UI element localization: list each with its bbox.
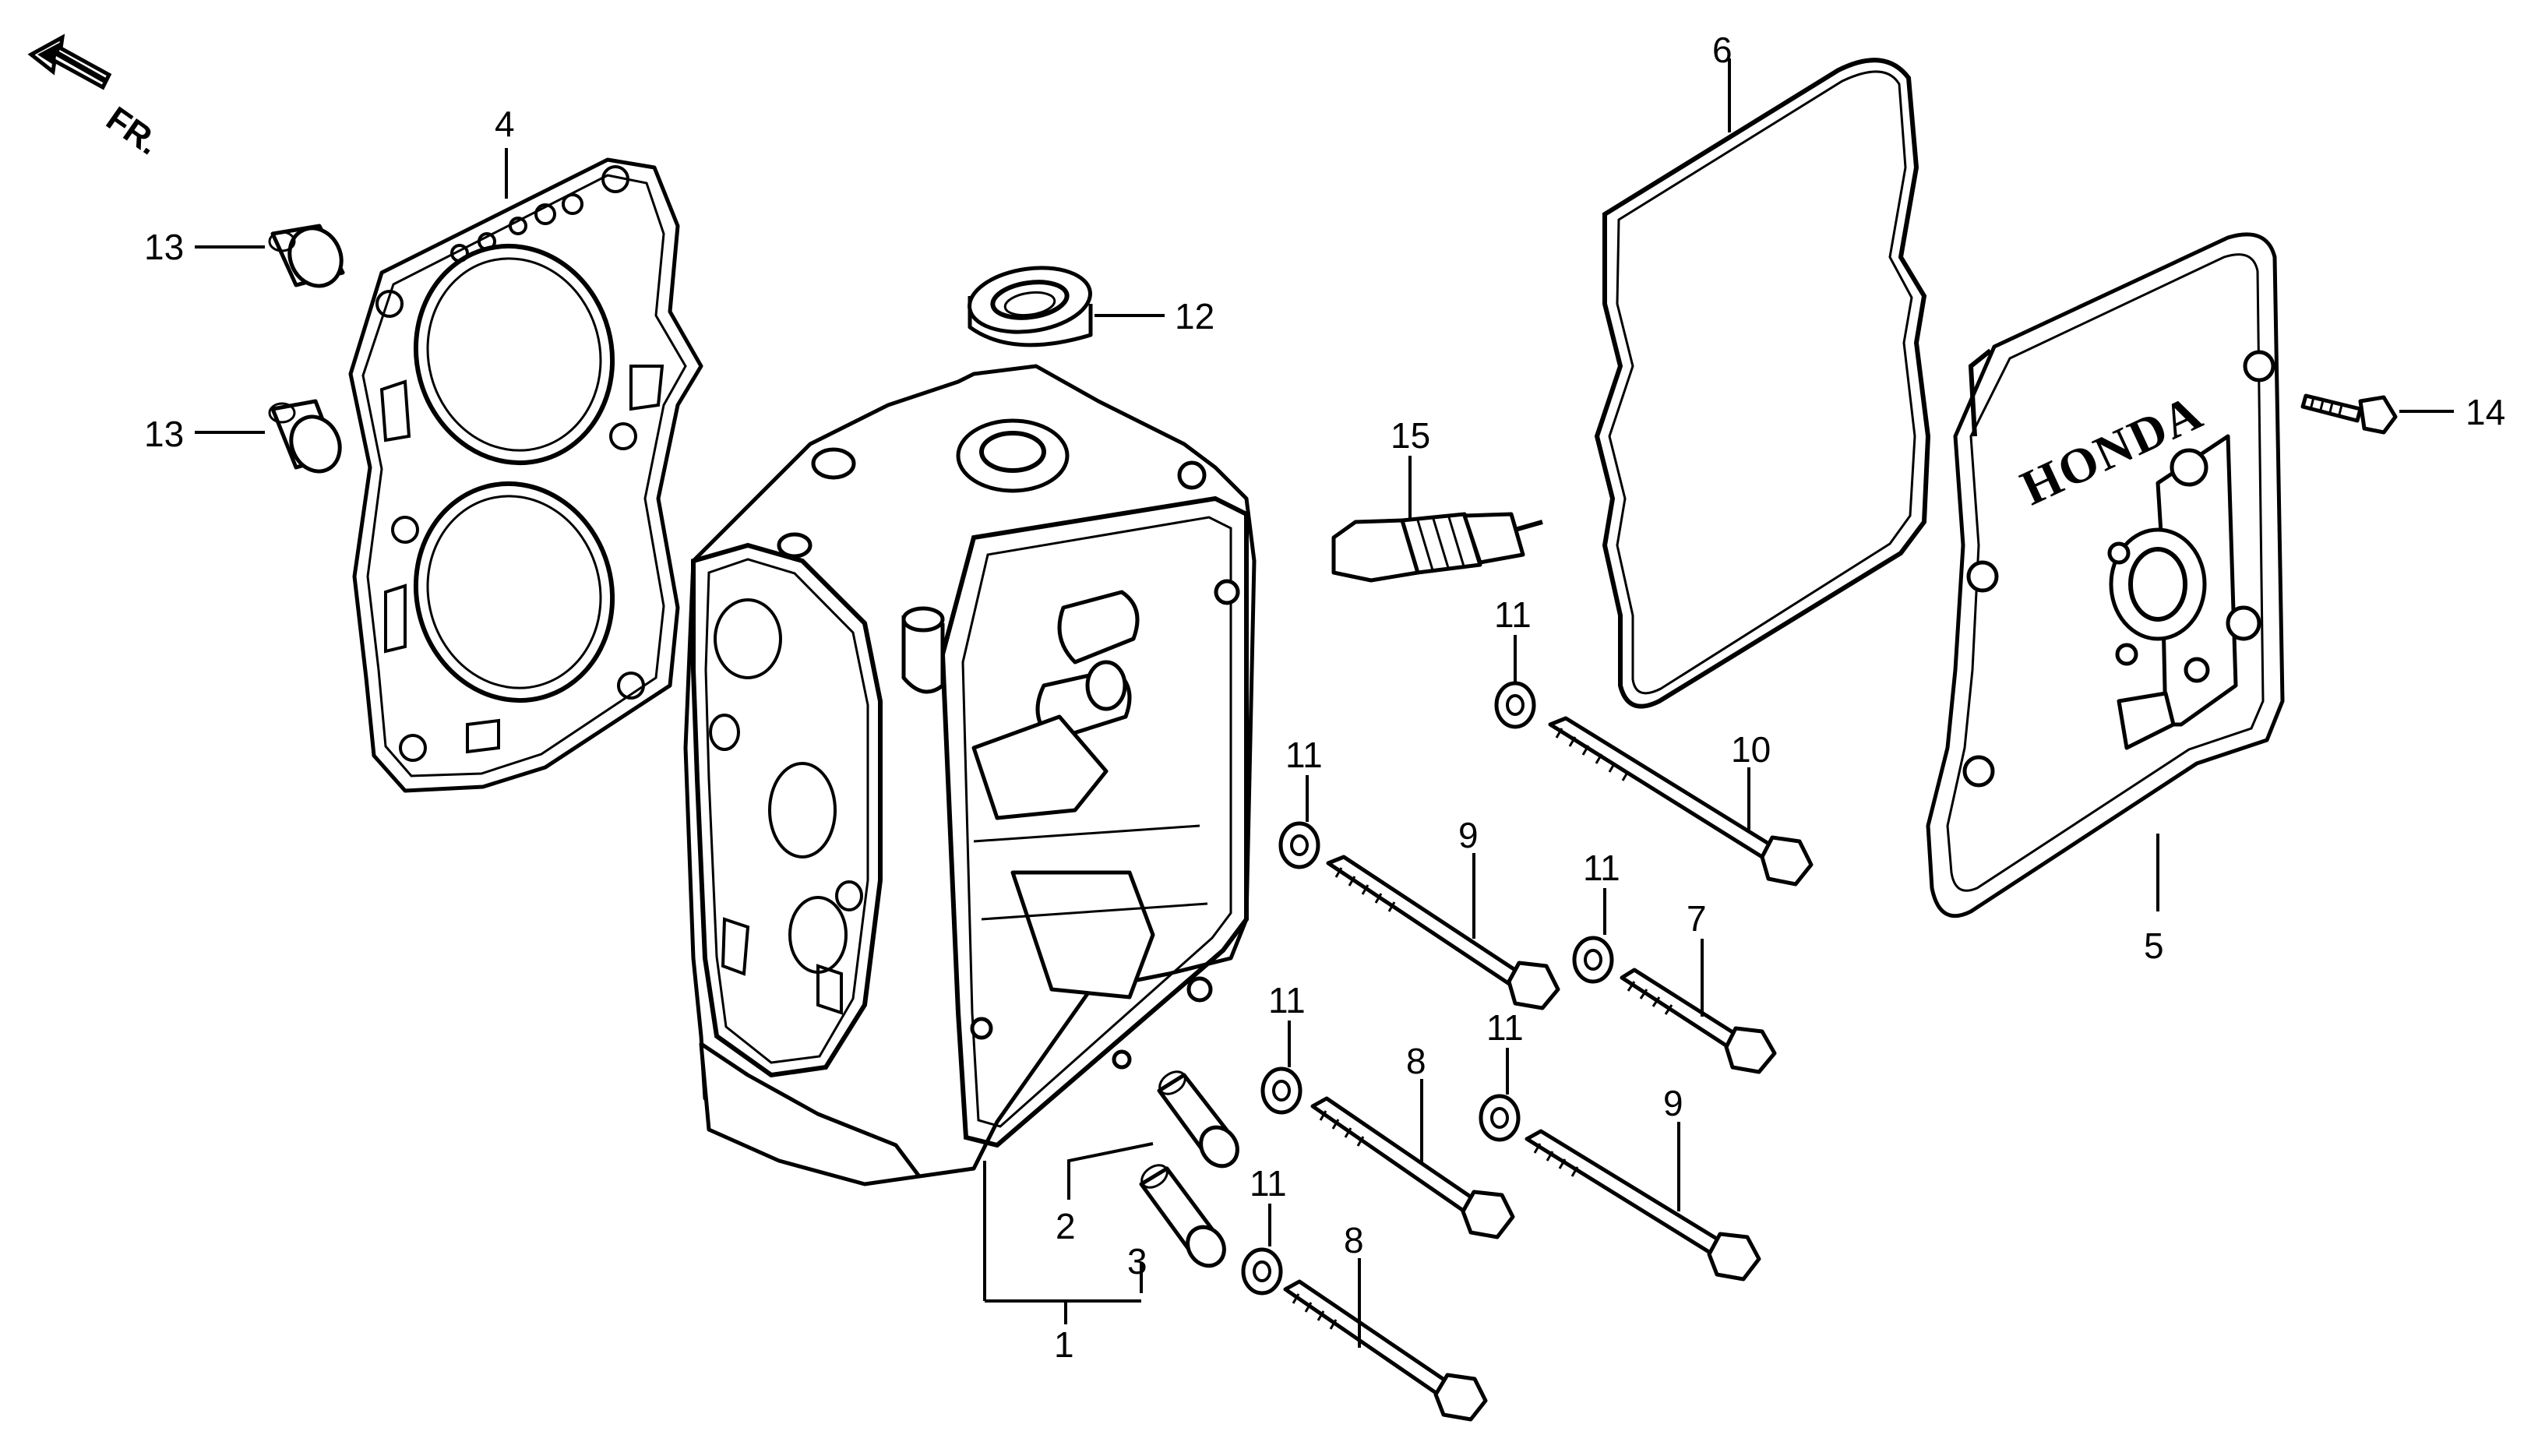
dowel-pin-3 (1139, 1164, 1226, 1268)
oil-seal-12 (968, 266, 1093, 347)
callout-11-f: 11 (1250, 1163, 1287, 1204)
bolt-10 (1548, 716, 1814, 887)
callout-12: 12 (1175, 296, 1214, 337)
head-cover-gasket-6 (1594, 58, 1931, 709)
callout-2: 2 (1056, 1206, 1076, 1246)
front-direction-label: FR. (100, 100, 167, 163)
callout-1: 1 (1054, 1324, 1074, 1365)
callout-9-lower: 9 (1663, 1083, 1683, 1123)
washer-11-d (1260, 1066, 1302, 1115)
dowel-pin-13-upper (268, 224, 345, 288)
callout-10: 10 (1731, 729, 1771, 770)
callout-4: 4 (495, 104, 515, 144)
washer-11-f (1241, 1247, 1283, 1296)
callout-15: 15 (1391, 415, 1430, 456)
bolt-9-upper (1326, 855, 1560, 1010)
cylinder-head-gasket-4 (348, 157, 703, 793)
washer-11-c (1572, 936, 1614, 984)
washer-11-a (1494, 681, 1536, 729)
washer-11-e (1479, 1094, 1521, 1142)
cylinder-head-1 (683, 364, 1257, 1186)
callout-3: 3 (1127, 1241, 1147, 1281)
bolt-14 (2300, 393, 2398, 435)
callout-13-lower: 13 (144, 414, 184, 454)
callout-7: 7 (1687, 898, 1707, 939)
head-cover-5: HONDA (1926, 232, 2285, 918)
callout-5: 5 (2144, 925, 2164, 966)
callout-9-upper: 9 (1458, 815, 1479, 855)
bolt-8-lower (1283, 1279, 1488, 1422)
callout-11-d: 11 (1268, 980, 1306, 1021)
callout-8-upper: 8 (1406, 1041, 1426, 1081)
bolt-7 (1620, 968, 1777, 1074)
front-direction-arrow-icon (27, 33, 112, 90)
spark-plug-15 (1331, 512, 1543, 583)
callout-11-b: 11 (1285, 735, 1323, 775)
bolt-8-upper (1310, 1096, 1515, 1239)
callout-6: 6 (1712, 30, 1733, 70)
callout-8-lower: 8 (1344, 1220, 1364, 1260)
dowel-pin-13-lower (268, 399, 342, 474)
dowel-pin-2 (1157, 1070, 1239, 1169)
callout-14: 14 (2466, 392, 2505, 432)
callout-11-e: 11 (1486, 1007, 1524, 1048)
callout-11-a: 11 (1494, 594, 1532, 635)
washer-11-b (1278, 821, 1320, 869)
callout-11-c: 11 (1583, 848, 1620, 888)
callout-13-upper: 13 (144, 227, 184, 267)
bolt-9-lower (1525, 1129, 1761, 1281)
